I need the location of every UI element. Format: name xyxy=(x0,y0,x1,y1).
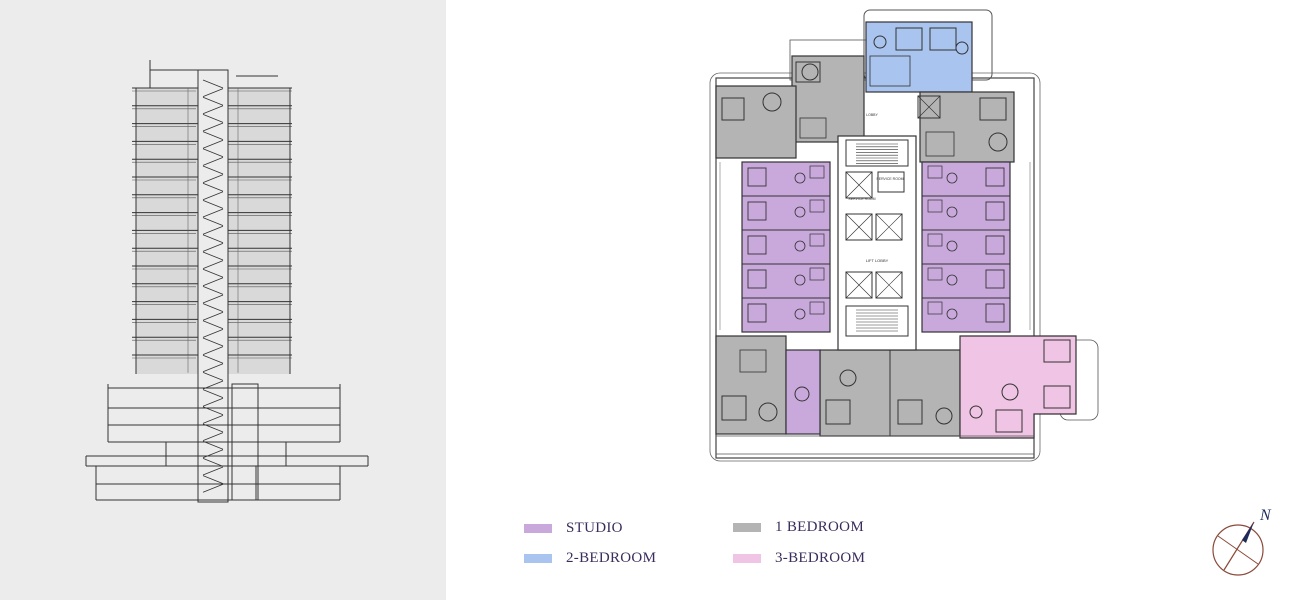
unit-one-bedroom-top-right[interactable] xyxy=(919,91,1015,163)
service-room-label: SERVICE ROOM xyxy=(876,177,903,181)
legend-item-three-bedroom: 3-BEDROOM xyxy=(733,548,865,568)
unit-two-bedroom[interactable] xyxy=(865,21,973,93)
legend-swatch-one-bedroom xyxy=(733,522,761,532)
floor-plan-drawing: LIFT LOBBY SERVICE ROOM SERVICE ROOM LOB… xyxy=(709,9,1099,462)
unit-one-bedroom-top-left[interactable] xyxy=(715,55,865,159)
legend-label-one-bedroom: 1 BEDROOM xyxy=(775,518,864,535)
podium-levels xyxy=(85,383,369,501)
legend-item-studio: STUDIO xyxy=(524,518,623,538)
balcony-lines xyxy=(716,162,1034,455)
service-room-label-2: SERVICE ROOM xyxy=(848,197,875,201)
legend-label-three-bedroom: 3-BEDROOM xyxy=(775,549,866,566)
building-section-drawing xyxy=(85,60,369,503)
unit-one-bedroom-bottom-left[interactable] xyxy=(715,335,787,435)
legend-swatch-two-bedroom xyxy=(524,553,552,563)
studio-unit-bottom[interactable] xyxy=(785,349,821,435)
lobby-label: LOBBY xyxy=(866,113,878,117)
unit-one-bedroom-bottom-middle[interactable] xyxy=(819,349,961,437)
stair-core xyxy=(197,69,229,503)
unit-three-bedroom[interactable] xyxy=(959,335,1077,439)
legend-swatch-three-bedroom xyxy=(733,553,761,563)
legend-item-one-bedroom: 1 BEDROOM xyxy=(733,517,864,537)
central-core: LIFT LOBBY SERVICE ROOM SERVICE ROOM LOB… xyxy=(837,95,941,351)
legend-item-two-bedroom: 2-BEDROOM xyxy=(524,548,656,568)
studio-units-left[interactable] xyxy=(741,161,831,333)
legend-swatch-studio xyxy=(524,523,552,533)
lift-lobby-label: LIFT LOBBY xyxy=(866,258,889,263)
legend-label-two-bedroom: 2-BEDROOM xyxy=(566,549,657,566)
studio-units-right[interactable] xyxy=(921,161,1011,333)
north-label: N xyxy=(1259,507,1272,524)
compass-circle-icon: N xyxy=(1212,507,1272,576)
north-arrow-icon xyxy=(1223,521,1255,571)
legend-label-studio: STUDIO xyxy=(566,519,623,536)
